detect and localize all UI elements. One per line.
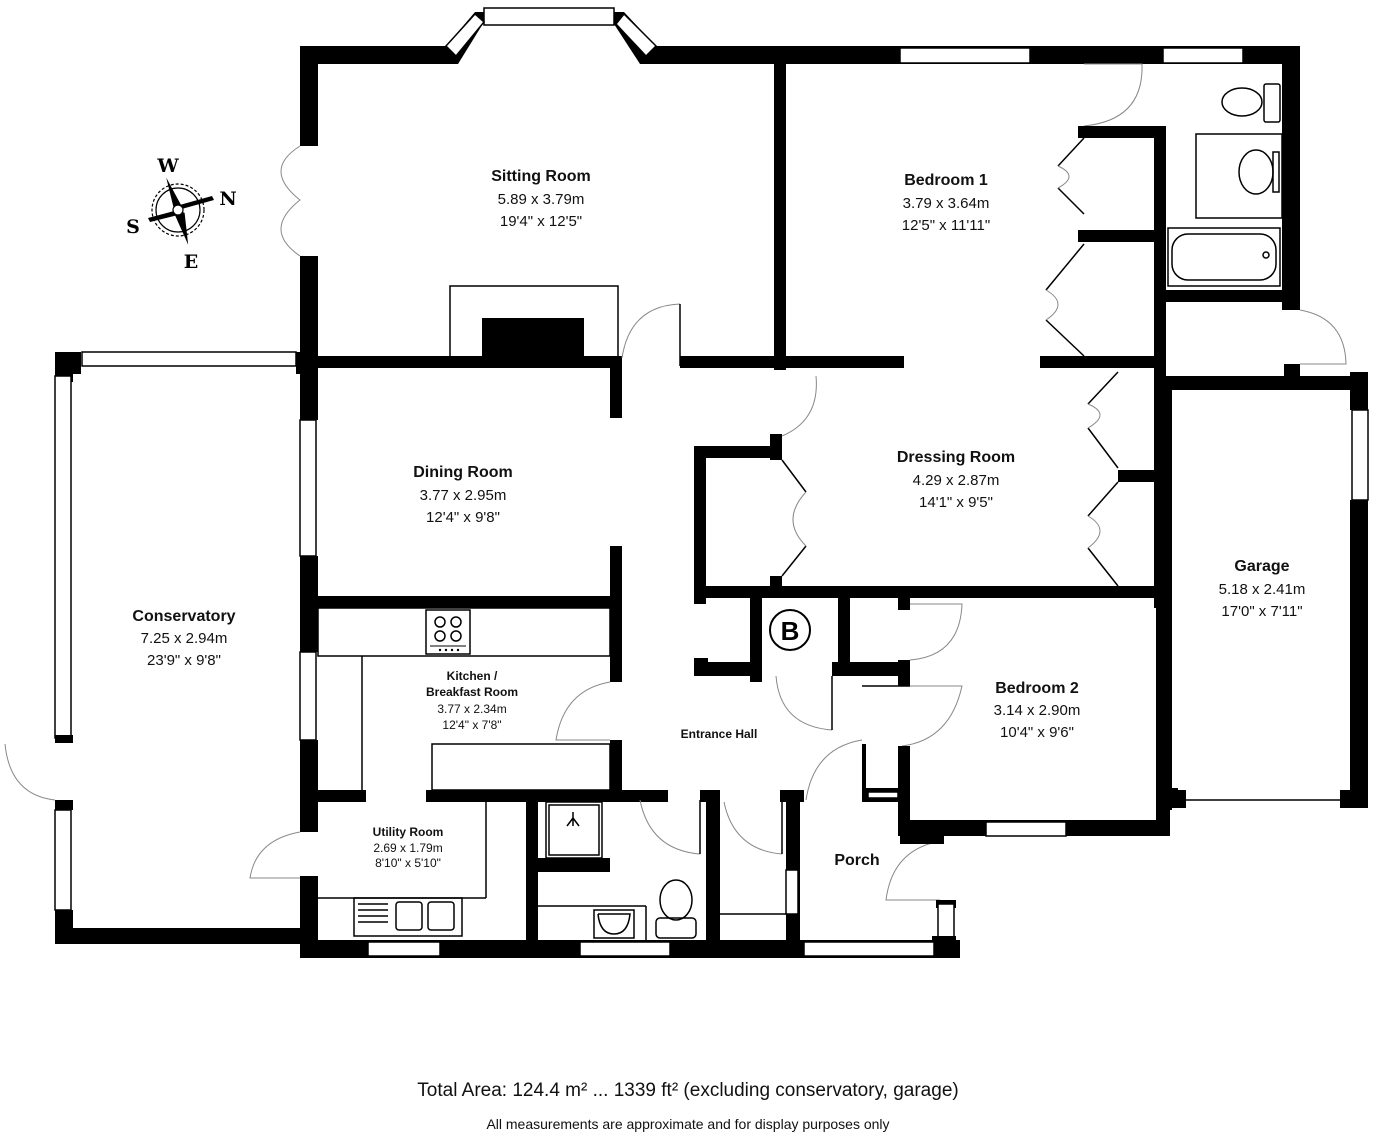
floor-plan: W N S E	[4, 7, 1369, 958]
room-name: Entrance Hall	[681, 727, 758, 741]
room-entrance-hall: Entrance Hall	[681, 727, 758, 741]
room-metric: 3.14 x 2.90m	[994, 702, 1081, 719]
room-metric: 3.79 x 3.64m	[903, 195, 990, 212]
bath-icon	[1167, 227, 1281, 287]
shower-icon	[545, 801, 603, 859]
room-name-line2: Breakfast Room	[426, 685, 518, 699]
toilet-icon	[1221, 83, 1281, 123]
room-name: Bedroom 2	[995, 680, 1079, 697]
room-kitchen: Kitchen / Breakfast Room 3.77 x 2.34m 12…	[426, 669, 518, 732]
sink-icon	[353, 897, 463, 937]
room-imperial: 23'9" x 9'8"	[147, 652, 221, 669]
walls	[4, 7, 1369, 958]
room-name: Dressing Room	[897, 449, 1015, 466]
room-dressing-room: Dressing Room 4.29 x 2.87m 14'1" x 9'5"	[897, 449, 1015, 511]
room-name-line1: Kitchen /	[447, 669, 498, 683]
room-imperial: 12'5" x 11'11"	[902, 217, 990, 234]
hob-icon	[425, 609, 471, 655]
disclaimer-text: All measurements are approximate and for…	[486, 1116, 890, 1132]
boiler-label: B	[781, 616, 800, 646]
room-name: Bedroom 1	[904, 172, 988, 189]
room-dining-room: Dining Room 3.77 x 2.95m 12'4" x 9'8"	[413, 464, 513, 526]
room-name: Garage	[1234, 558, 1289, 575]
room-metric: 5.18 x 2.41m	[1219, 581, 1306, 598]
room-imperial: 17'0" x 7'11"	[1221, 603, 1302, 620]
room-imperial: 14'1" x 9'5"	[919, 494, 993, 511]
compass-east-label: E	[184, 251, 198, 273]
room-imperial: 12'4" x 7'8"	[442, 718, 501, 732]
room-name: Dining Room	[413, 464, 513, 481]
room-porch: Porch	[834, 852, 879, 869]
boiler-icon: B	[769, 609, 811, 651]
compass-south-label: S	[126, 216, 140, 238]
compass-north-label: N	[219, 188, 236, 210]
room-name: Conservatory	[132, 608, 235, 625]
basin-icon	[1238, 149, 1280, 195]
room-name: Porch	[834, 852, 879, 869]
room-bedroom-2: Bedroom 2 3.14 x 2.90m 10'4" x 9'6"	[994, 680, 1081, 741]
room-metric: 3.77 x 2.34m	[437, 702, 506, 716]
room-imperial: 19'4" x 12'5"	[500, 213, 582, 230]
compass-west-label: W	[156, 155, 179, 177]
room-conservatory: Conservatory 7.25 x 2.94m 23'9" x 9'8"	[132, 608, 235, 669]
room-bedroom-1: Bedroom 1 3.79 x 3.64m 12'5" x 11'11"	[902, 172, 990, 234]
room-sitting-room: Sitting Room 5.89 x 3.79m 19'4" x 12'5"	[491, 168, 591, 230]
room-metric: 3.77 x 2.95m	[420, 487, 507, 504]
room-name: Sitting Room	[491, 168, 591, 185]
room-name: Utility Room	[373, 825, 444, 839]
washbasin-icon	[593, 909, 635, 939]
room-garage: Garage 5.18 x 2.41m 17'0" x 7'11"	[1219, 558, 1306, 620]
room-imperial: 10'4" x 9'6"	[1000, 724, 1074, 741]
total-area-text: Total Area: 124.4 m² ... 1339 ft² (exclu…	[417, 1080, 959, 1101]
room-utility-room: Utility Room 2.69 x 1.79m 8'10" x 5'10"	[373, 825, 444, 870]
room-metric: 7.25 x 2.94m	[141, 630, 228, 647]
room-metric: 4.29 x 2.87m	[913, 472, 1000, 489]
room-metric: 5.89 x 3.79m	[498, 191, 585, 208]
room-metric: 2.69 x 1.79m	[373, 841, 442, 855]
room-imperial: 12'4" x 9'8"	[426, 509, 500, 526]
wc-icon	[655, 879, 697, 939]
room-imperial: 8'10" x 5'10"	[375, 856, 441, 870]
compass-icon: W N S E	[126, 155, 237, 273]
